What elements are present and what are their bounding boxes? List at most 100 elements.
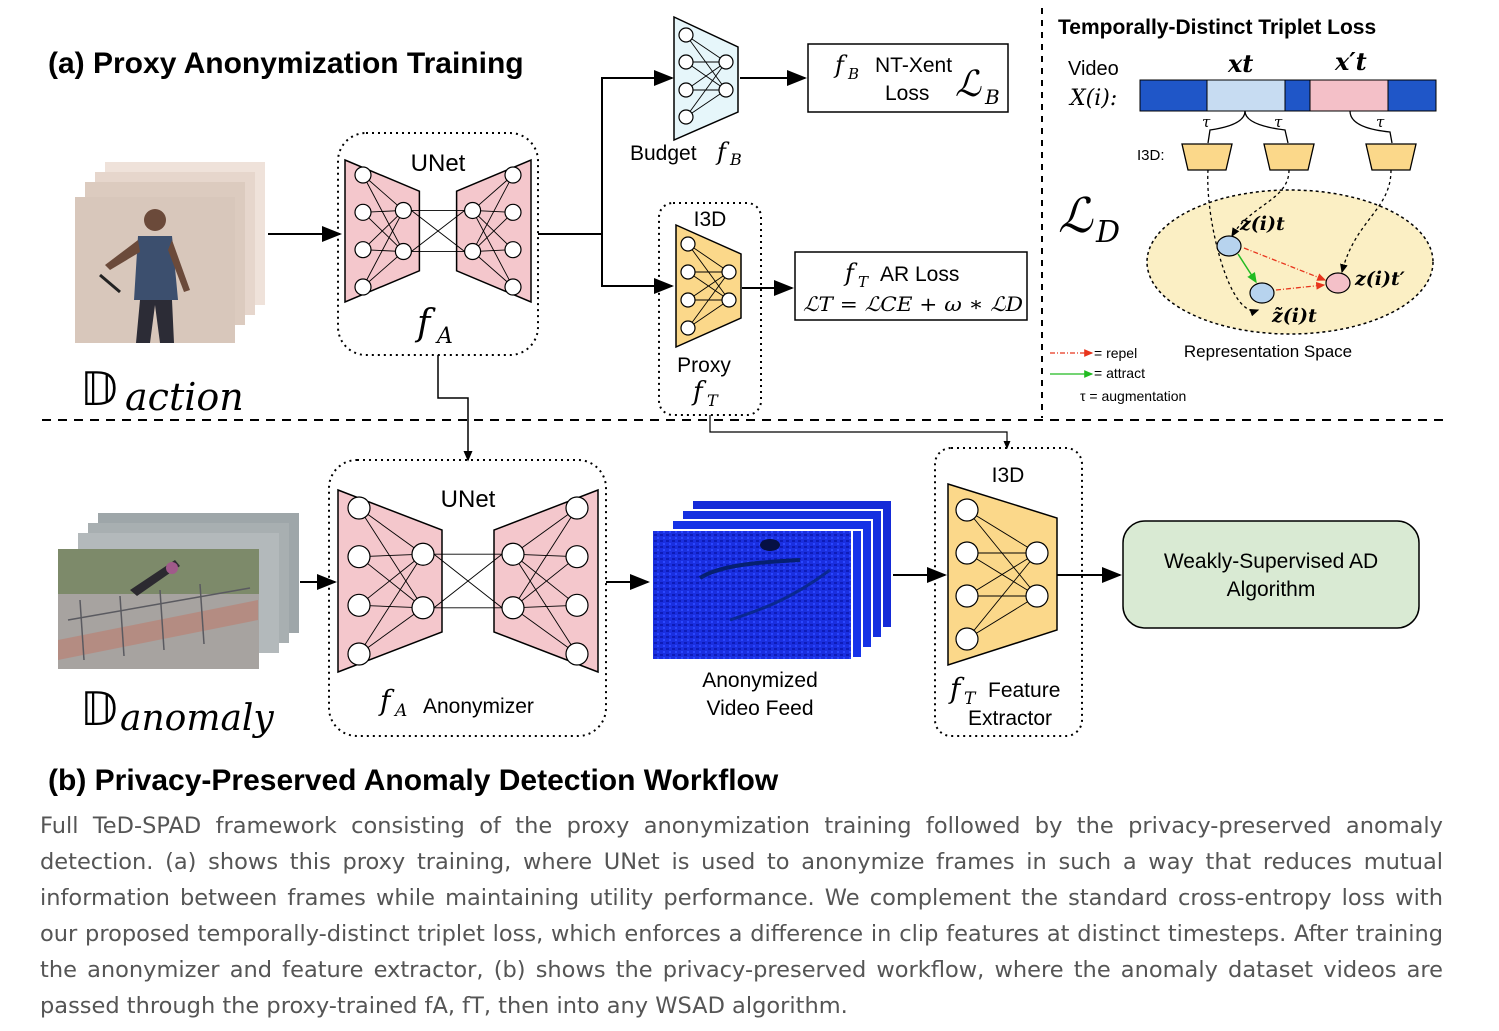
i3d-encoder-2 [1263,143,1315,171]
video-feed-line2: Video Feed [706,697,813,720]
person-figure [99,209,190,343]
neuron-node [565,642,589,666]
neuron-node [1025,541,1049,565]
anomaly-dataset-frames [58,513,299,669]
legend-repel: = repel [1094,345,1137,361]
neuron-node [678,109,694,125]
neuron-node [354,203,372,221]
i3d-encoder-1 [1181,143,1233,171]
neuron-node [680,292,696,308]
legend-augmentation: τ = augmentation [1080,388,1186,404]
rep-space-label: Representation Space [1184,342,1352,361]
ar-loss-title: AR Loss [880,263,959,286]
triplet-title: Temporally-Distinct Triplet Loss [1058,16,1376,39]
xt-label: xt [1227,49,1253,78]
f-t-symbol: f [691,377,707,407]
neuron-node [680,320,696,336]
neuron-node [504,241,522,259]
framework-diagram: (a) Proxy Anonymization Training 𝔻 actio… [42,8,1445,797]
i3d-short-label: I3D: [1137,147,1165,164]
neuron-node [347,496,371,520]
xt-prime-label: x′t [1334,47,1367,76]
f-b-sub: B [729,150,742,169]
neuron-node [955,627,979,651]
neuron-node [678,54,694,70]
feature-line2: Extractor [968,707,1052,730]
neuron-node [680,236,696,252]
neuron-node [565,545,589,569]
z-tilde-label: z̃(i)t [1271,305,1317,327]
neuron-node [411,542,435,566]
ar-loss-formula: ℒT = ℒCE + ω ∗ ℒD [803,292,1023,316]
neuron-node [565,496,589,520]
loss-d-sub: D [1095,215,1120,250]
feature-i3d-label: I3D [992,464,1025,487]
ar-ft-sub: T [858,273,869,291]
neuron-node [955,541,979,565]
neuron-node [718,54,734,70]
neuron-node [680,264,696,280]
neuron-node [1025,584,1049,608]
legend-attract: = attract [1094,365,1145,381]
ntxent-line2: Loss [885,82,929,105]
budget-network [673,15,739,142]
part-a-title: (a) Proxy Anonymization Training [48,47,524,80]
dataset-action-sub: action [125,375,244,419]
neuron-node [721,292,737,308]
tau-2: τ [1274,113,1283,131]
unet-b-label: UNet [441,486,496,513]
neuron-node [464,242,482,261]
anonymized-video-feed [651,499,893,661]
figure-caption: Full TeD-SPAD framework consisting of th… [40,813,1443,1019]
video-strip [1139,79,1437,112]
neuron-node [955,584,979,608]
neuron-node [565,593,589,617]
part-b-title: (b) Privacy-Preserved Anomaly Detection … [48,764,779,797]
f-t-sub: T [707,391,719,410]
video-label: Video [1068,58,1119,80]
dataset-anomaly-sub: anomaly [120,698,274,739]
f-b-symbol: f [715,138,730,166]
feature-network [947,482,1058,667]
neuron-node [501,596,525,620]
neuron-node [394,242,412,261]
node-z-tilde [1249,282,1275,304]
ar-loss-box [794,251,1028,321]
video-symbol: X(i): [1068,86,1117,111]
neuron-node [504,166,522,184]
proxy-i3d-container [658,202,762,416]
unet-a-network [344,158,532,304]
action-dataset-frames [75,162,265,343]
neuron-node [347,545,371,569]
loss-b-symbol: ℒ [955,64,982,105]
f-t-feature-sub: T [964,689,977,709]
unet-a-label: UNet [411,150,466,177]
neuron-node [347,593,371,617]
wsad-line2: Algorithm [1227,578,1316,601]
neuron-node [955,498,979,522]
loss-d-symbol: ℒ [1058,188,1094,244]
ntxent-line1: NT-Xent [875,54,952,77]
neuron-node [354,241,372,259]
neuron-node [718,82,734,98]
neuron-node [504,203,522,221]
ntxent-loss-box [807,43,1009,113]
neuron-node [464,201,482,220]
representation-space [1146,189,1434,335]
unet-b-network [337,488,599,674]
anonymizer-label: Anonymizer [423,695,534,718]
z-t-prime-label: z(i)t′ [1354,268,1405,290]
node-z-t [1216,235,1242,257]
f-a-anon-symbol: f [378,684,395,717]
loss-b-sub: B [984,85,1000,109]
proxy-label: Proxy [677,354,731,377]
z-t-label: z(i)t [1239,213,1285,235]
tau-3: τ [1376,113,1385,131]
neuron-node [721,264,737,280]
wsad-algorithm-box [1122,520,1420,629]
f-a-sub: A [435,324,453,349]
video-feed-line1: Anonymized [702,669,818,692]
neuron-node [678,27,694,43]
ntxent-fb-sub: B [847,65,859,83]
legend: = repel = attract τ = augmentation [1050,345,1186,404]
